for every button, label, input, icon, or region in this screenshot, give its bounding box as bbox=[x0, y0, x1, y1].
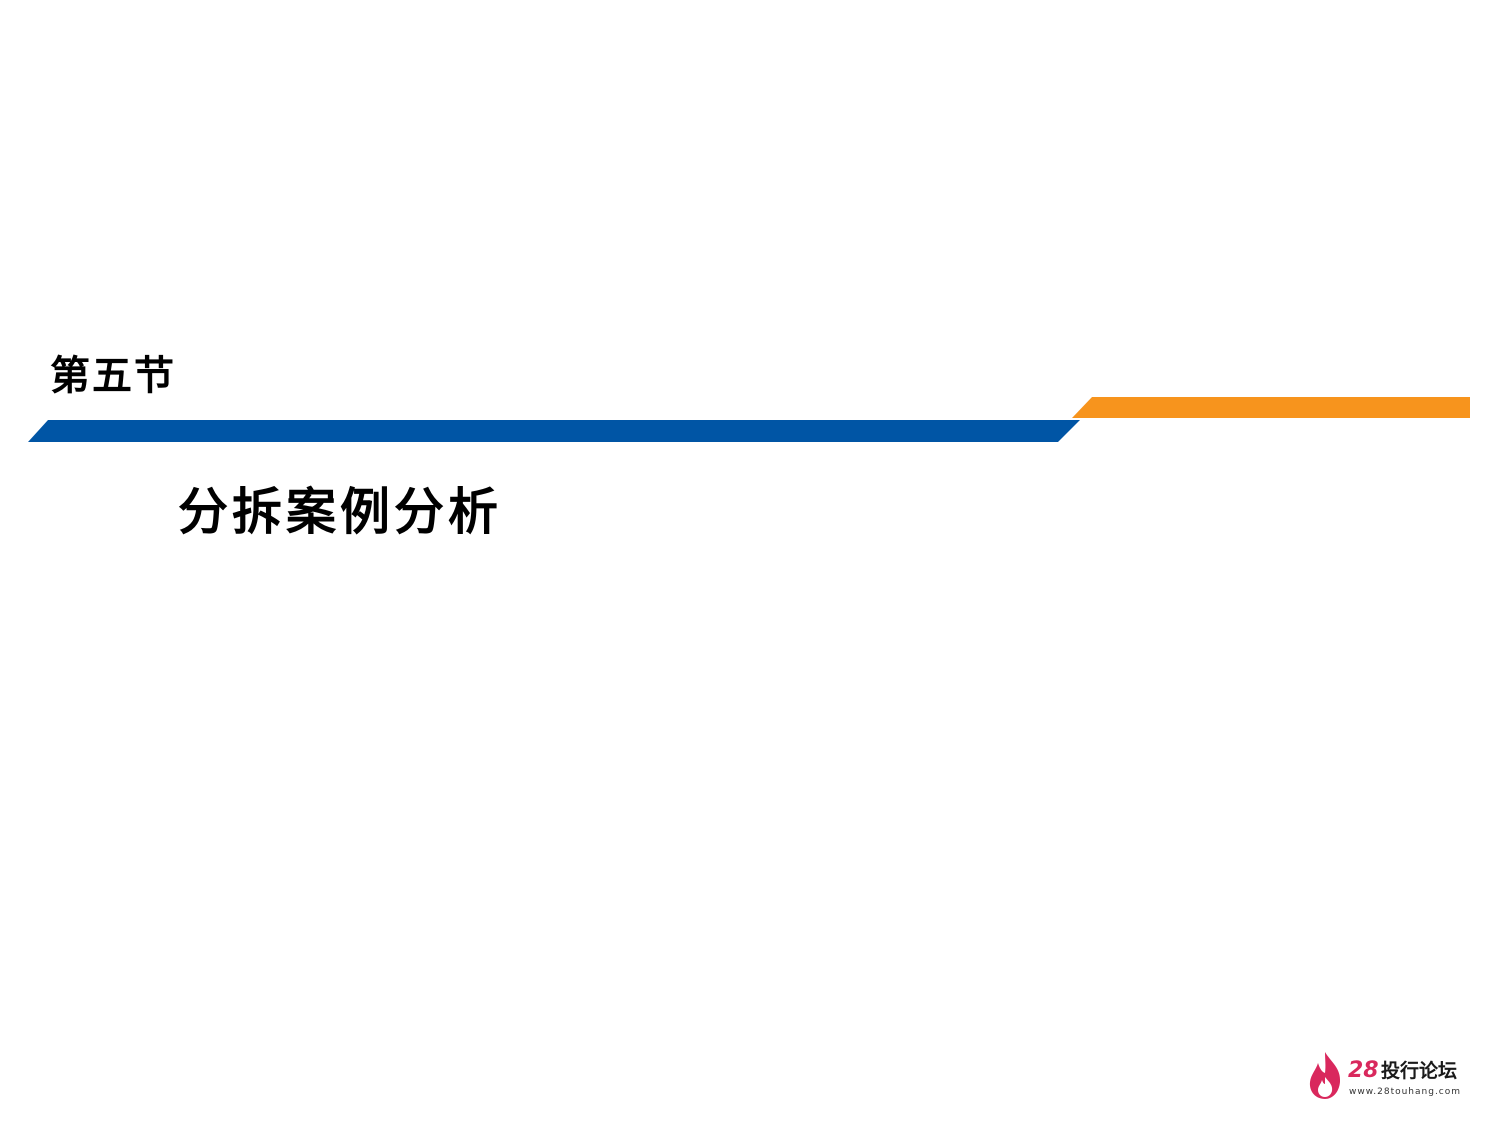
orange-band bbox=[1072, 397, 1470, 418]
logo-number: 28 bbox=[1348, 1058, 1379, 1083]
section-label: 第五节 bbox=[50, 352, 176, 399]
logo-url: www.28touhang.com bbox=[1349, 1087, 1462, 1097]
logo-name: 投行论坛 bbox=[1381, 1060, 1458, 1082]
flame-icon bbox=[1309, 1052, 1341, 1099]
slide-title: 分拆案例分析 bbox=[178, 482, 502, 541]
blue-band bbox=[28, 420, 1080, 442]
forum-logo: 28 投行论坛 www.28touhang.com bbox=[1305, 1050, 1475, 1102]
